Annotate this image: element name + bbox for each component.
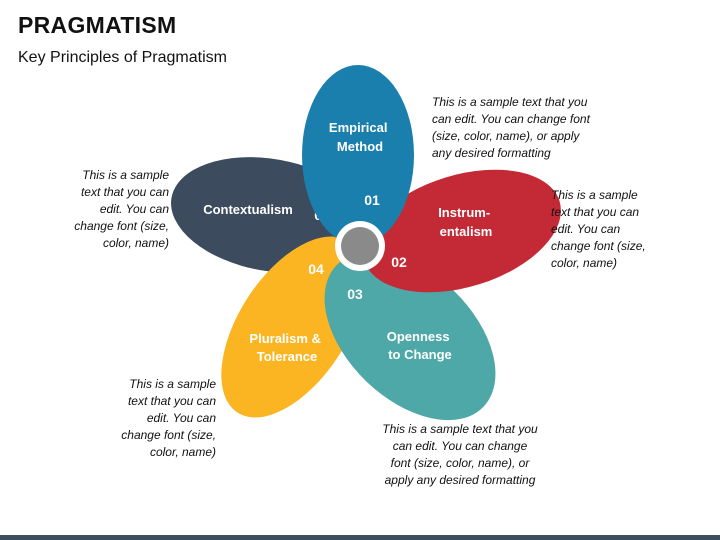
description-04-line: color, name) [149, 445, 216, 459]
description-03-line: can edit. You can change [392, 439, 528, 453]
description-03-line: font (size, color, name), or [390, 456, 530, 470]
petal-03-label-line-1: Openness [387, 329, 450, 344]
petal-01-label-line-2: Method [337, 139, 383, 154]
petal-instrumentalism: Instrum- entalism 02 [363, 169, 561, 293]
description-02-line: color, name) [551, 256, 618, 270]
description-05-line: color, name) [102, 236, 169, 250]
description-04-line: change font (size, [121, 428, 216, 442]
petal-04-number: 04 [308, 261, 324, 277]
description-01-line: This is a sample text that you [432, 95, 588, 109]
petal-02-label: Instrum- entalism [438, 205, 494, 239]
petal-05-label-line-1: Contextualism [203, 202, 293, 217]
center-hub [341, 227, 379, 265]
petal-02-label-line-2: entalism [440, 224, 493, 239]
petal-03-label-line-2: to Change [388, 347, 452, 362]
description-03-line: apply any desired formatting [384, 473, 536, 487]
description-02-line: change font (size, [551, 239, 646, 253]
description-05-line: change font (size, [74, 219, 169, 233]
petal-01-label: Empirical Method [329, 120, 391, 154]
description-04-line: edit. You can [146, 411, 216, 425]
petal-02-number: 02 [391, 254, 407, 270]
description-05-line: text that you can [80, 185, 169, 199]
petal-04-label: Pluralism & Tolerance [249, 331, 324, 364]
description-02-line: text that you can [551, 205, 640, 219]
footer-bar [0, 535, 720, 540]
description-02-line: This is a sample [551, 188, 638, 202]
petal-04-label-line-1: Pluralism & [249, 331, 321, 346]
description-01-line: (size, color, name), or apply [432, 129, 580, 143]
petal-02-shape [363, 169, 561, 293]
petal-01-label-line-1: Empirical [329, 120, 388, 135]
description-02-line: edit. You can [551, 222, 621, 236]
description-01: This is a sample text that you can edit.… [432, 94, 590, 162]
description-02: This is a sample text that you can edit.… [551, 187, 646, 272]
description-05-line: edit. You can [99, 202, 169, 216]
description-03: This is a sample text that you can edit.… [362, 421, 558, 489]
description-04: This is a sample text that you can edit.… [100, 376, 216, 461]
description-01-line: any desired formatting [432, 146, 551, 160]
petal-openness-to-change: Openness to Change 03 [324, 251, 496, 421]
petal-01-number: 01 [364, 192, 380, 208]
petal-03-shape [324, 251, 496, 421]
description-03-line: This is a sample text that you [382, 422, 538, 436]
description-05: This is a sample text that you can edit.… [48, 167, 169, 252]
page-title: PRAGMATISM [18, 12, 177, 38]
petal-03-number: 03 [347, 286, 363, 302]
description-01-line: can edit. You can change font [432, 112, 590, 126]
petal-empirical-method: Empirical Method 01 [302, 65, 414, 245]
description-04-line: This is a sample [129, 377, 216, 391]
petal-05-label: Contextualism [203, 202, 293, 217]
petal-01-shape [302, 65, 414, 245]
description-04-line: text that you can [127, 394, 216, 408]
description-05-line: This is a sample [82, 168, 169, 182]
petal-03-label: Openness to Change [387, 329, 453, 362]
petal-04-label-line-2: Tolerance [257, 349, 317, 364]
page-subtitle: Key Principles of Pragmatism [18, 49, 227, 66]
petal-02-label-line-1: Instrum- [438, 205, 490, 220]
